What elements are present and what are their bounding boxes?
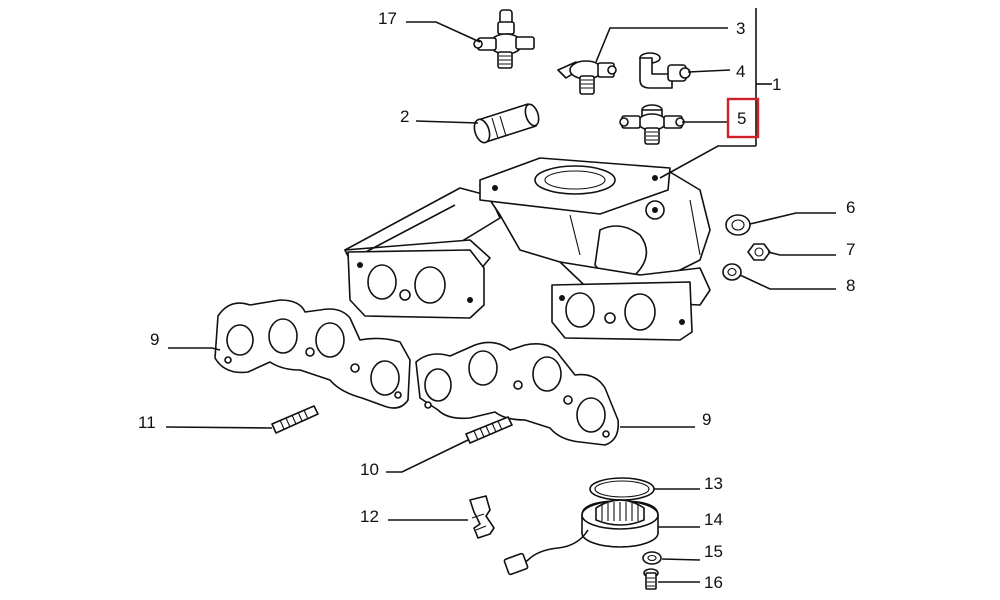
- callout-10-label: 10: [360, 460, 379, 479]
- part-4-elbow-fitting[interactable]: [639, 52, 691, 89]
- callout-15-label: 15: [704, 542, 723, 561]
- callout-6[interactable]: 6: [846, 198, 855, 217]
- callout-17-label: 17: [378, 9, 397, 28]
- callout-6-label: 6: [846, 198, 855, 217]
- callout-14-label: 14: [704, 510, 723, 529]
- part-9-gasket-lower[interactable]: [415, 341, 620, 446]
- part-2-hose[interactable]: [472, 103, 541, 145]
- callout-9-upper[interactable]: 9: [150, 330, 159, 349]
- callout-3[interactable]: 3: [736, 19, 745, 38]
- part-1-intake-manifold[interactable]: [344, 157, 711, 341]
- callout-11-label: 11: [138, 413, 156, 432]
- callout-9-lower[interactable]: 9: [702, 410, 711, 429]
- callout-4-label: 4: [736, 62, 745, 81]
- part-17-cross-fitting[interactable]: [473, 9, 535, 69]
- callout-5[interactable]: 5: [726, 97, 760, 139]
- callout-3-label: 3: [736, 19, 745, 38]
- part-8-washer[interactable]: [722, 263, 742, 281]
- callout-2-label: 2: [400, 107, 409, 126]
- callout-9-lower-label: 9: [702, 410, 711, 429]
- callout-5-highlight-box: [726, 97, 760, 139]
- callout-11[interactable]: 11: [138, 413, 156, 432]
- callout-16[interactable]: 16: [704, 573, 723, 592]
- callout-12-label: 12: [360, 507, 379, 526]
- part-6-plug[interactable]: [725, 214, 751, 236]
- part-11-stud[interactable]: [271, 405, 319, 434]
- part-16-bolt[interactable]: [643, 568, 659, 590]
- callout-7-label: 7: [846, 240, 855, 259]
- part-3-tee-fitting[interactable]: [557, 60, 617, 95]
- callout-13[interactable]: 13: [704, 474, 723, 493]
- part-10-stud[interactable]: [465, 416, 513, 444]
- callout-15[interactable]: 15: [704, 542, 723, 561]
- callout-8-label: 8: [846, 276, 855, 295]
- callout-1[interactable]: 1: [772, 75, 781, 94]
- callout-4[interactable]: 4: [736, 62, 745, 81]
- part-15-washer[interactable]: [642, 551, 662, 565]
- part-7-nut[interactable]: [747, 243, 771, 261]
- callout-2[interactable]: 2: [400, 107, 409, 126]
- leader-lines: [165, 8, 836, 583]
- callout-1-label: 1: [772, 75, 781, 94]
- callout-17[interactable]: 17: [378, 9, 397, 28]
- part-12-clip[interactable]: [469, 495, 495, 539]
- callout-9-upper-label: 9: [150, 330, 159, 349]
- callout-5-label: 5: [737, 109, 746, 128]
- callout-14[interactable]: 14: [704, 510, 723, 529]
- callout-8[interactable]: 8: [846, 276, 855, 295]
- callout-7[interactable]: 7: [846, 240, 855, 259]
- callout-12[interactable]: 12: [360, 507, 379, 526]
- callout-13-label: 13: [704, 474, 723, 493]
- callout-10[interactable]: 10: [360, 460, 379, 479]
- part-13-o-ring[interactable]: [589, 477, 655, 501]
- callout-16-label: 16: [704, 573, 723, 592]
- part-9-gasket-upper[interactable]: [214, 299, 411, 409]
- part-14-heater-element[interactable]: [503, 499, 659, 576]
- part-5-tee-fitting[interactable]: [619, 104, 685, 145]
